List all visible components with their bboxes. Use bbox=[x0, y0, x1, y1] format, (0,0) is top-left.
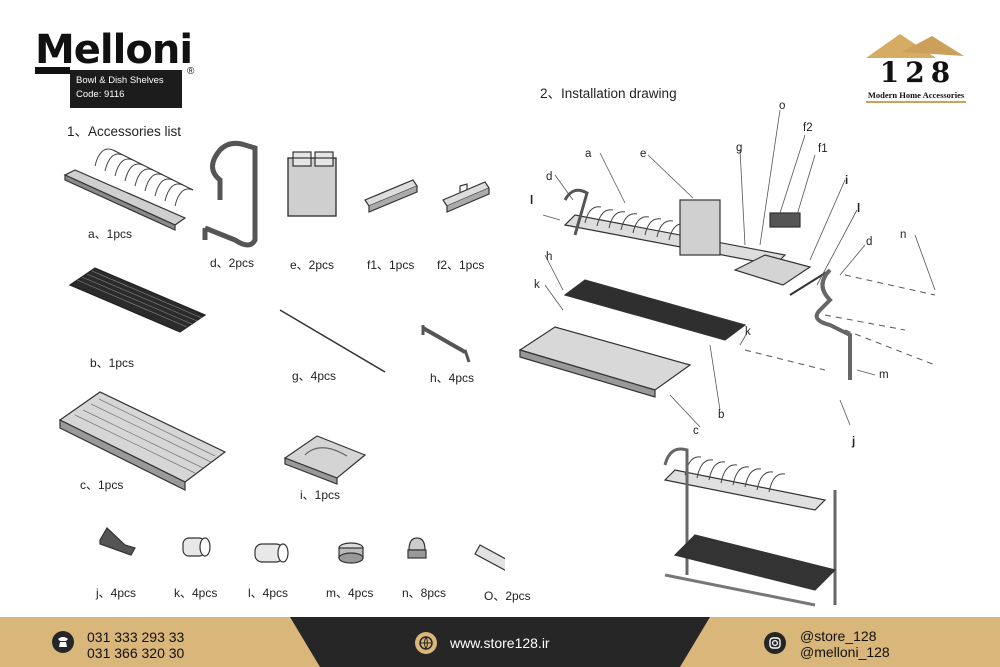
inst-label-m: m bbox=[879, 369, 889, 381]
part-o-drawing bbox=[474, 544, 505, 571]
label-i: i、1pcs bbox=[300, 488, 341, 502]
inst-label-n: n bbox=[900, 229, 907, 241]
brand-bar bbox=[35, 67, 70, 74]
part-f2-drawing bbox=[442, 181, 490, 213]
footer-center-panel bbox=[290, 617, 710, 667]
inst-label-l-left: l bbox=[530, 195, 534, 207]
label-f1: f1、1pcs bbox=[367, 258, 415, 272]
inst-label-a: a bbox=[585, 148, 592, 160]
label-k: k、4pcs bbox=[174, 586, 218, 600]
installation-title: 2、Installation drawing bbox=[540, 86, 677, 101]
part-d-drawing bbox=[202, 140, 258, 248]
brand-product-box: Bowl & Dish Shelves Code: 9116 bbox=[70, 70, 182, 108]
inst-label-i: i bbox=[845, 175, 849, 187]
brand-reg-mark: ® bbox=[187, 66, 195, 77]
label-l: l、4pcs bbox=[248, 586, 289, 600]
label-b: b、1pcs bbox=[90, 356, 135, 370]
footer-right-panel bbox=[680, 617, 1000, 667]
part-j-drawing bbox=[99, 527, 136, 556]
part-a-drawing bbox=[63, 148, 194, 231]
globe-icon bbox=[415, 632, 437, 654]
label-c: c、1pcs bbox=[80, 478, 124, 492]
part-m-drawing bbox=[338, 542, 364, 564]
label-f2: f2、1pcs bbox=[437, 258, 485, 272]
accessories-drawings bbox=[58, 140, 505, 571]
inst-label-f2: f2 bbox=[803, 122, 813, 134]
inst-label-b: b bbox=[718, 409, 725, 421]
part-b-drawing bbox=[68, 267, 207, 333]
part-h-drawing bbox=[421, 325, 471, 363]
label-m: m、4pcs bbox=[326, 586, 374, 600]
label-d: d、2pcs bbox=[210, 256, 255, 270]
footer-phone-2[interactable]: 031 366 320 30 bbox=[87, 645, 185, 661]
brand-code: Code: 9116 bbox=[76, 89, 125, 100]
inst-label-k-mid: k bbox=[745, 326, 751, 338]
brand-name: Melloni bbox=[35, 27, 193, 73]
store-house-logo bbox=[866, 34, 964, 58]
part-g-drawing bbox=[279, 309, 386, 373]
part-l-drawing bbox=[254, 543, 289, 563]
label-a: a、1pcs bbox=[88, 227, 133, 241]
label-h: h、4pcs bbox=[430, 371, 475, 385]
part-f1-drawing bbox=[364, 179, 418, 213]
inst-label-d-right: d bbox=[866, 236, 873, 248]
inst-label-h: h bbox=[546, 251, 553, 263]
label-o: O、2pcs bbox=[484, 589, 531, 603]
part-n-drawing bbox=[407, 537, 427, 559]
part-i-drawing bbox=[283, 435, 367, 485]
part-c-drawing bbox=[58, 391, 227, 491]
part-e-drawing bbox=[287, 151, 337, 217]
inst-label-o: o bbox=[779, 100, 786, 112]
label-g: g、4pcs bbox=[292, 369, 337, 383]
label-e: e、2pcs bbox=[290, 258, 335, 272]
store-tagline: Modern Home Accessories bbox=[867, 90, 965, 100]
phone-icon bbox=[52, 631, 74, 653]
instagram-icon bbox=[764, 632, 786, 654]
inst-label-g: g bbox=[736, 142, 743, 154]
inst-label-d-top: d bbox=[546, 171, 553, 183]
label-j: j、4pcs bbox=[96, 586, 137, 600]
inst-label-f1: f1 bbox=[818, 143, 828, 155]
accessories-title: 1、Accessories list bbox=[67, 124, 182, 139]
footer-website-link[interactable]: www.store128.ir bbox=[450, 635, 550, 651]
label-n: n、8pcs bbox=[402, 586, 447, 600]
store-divider bbox=[866, 101, 966, 103]
footer-phone-1[interactable]: 031 333 293 33 bbox=[87, 629, 185, 645]
part-k-drawing bbox=[182, 537, 211, 557]
brand-product: Bowl & Dish Shelves bbox=[76, 75, 164, 86]
installation-drawing bbox=[518, 109, 936, 607]
inst-label-j: j bbox=[852, 436, 856, 448]
inst-label-l-right: l bbox=[857, 203, 861, 215]
inst-label-c: c bbox=[693, 425, 699, 437]
store-number: 128 bbox=[879, 56, 957, 89]
assembled-rack-drawing bbox=[663, 447, 837, 607]
footer-social-1[interactable]: @store_128 bbox=[800, 628, 877, 644]
footer-social-2[interactable]: @melloni_128 bbox=[800, 644, 890, 660]
inst-label-k-left: k bbox=[534, 279, 540, 291]
inst-label-e: e bbox=[640, 148, 647, 160]
